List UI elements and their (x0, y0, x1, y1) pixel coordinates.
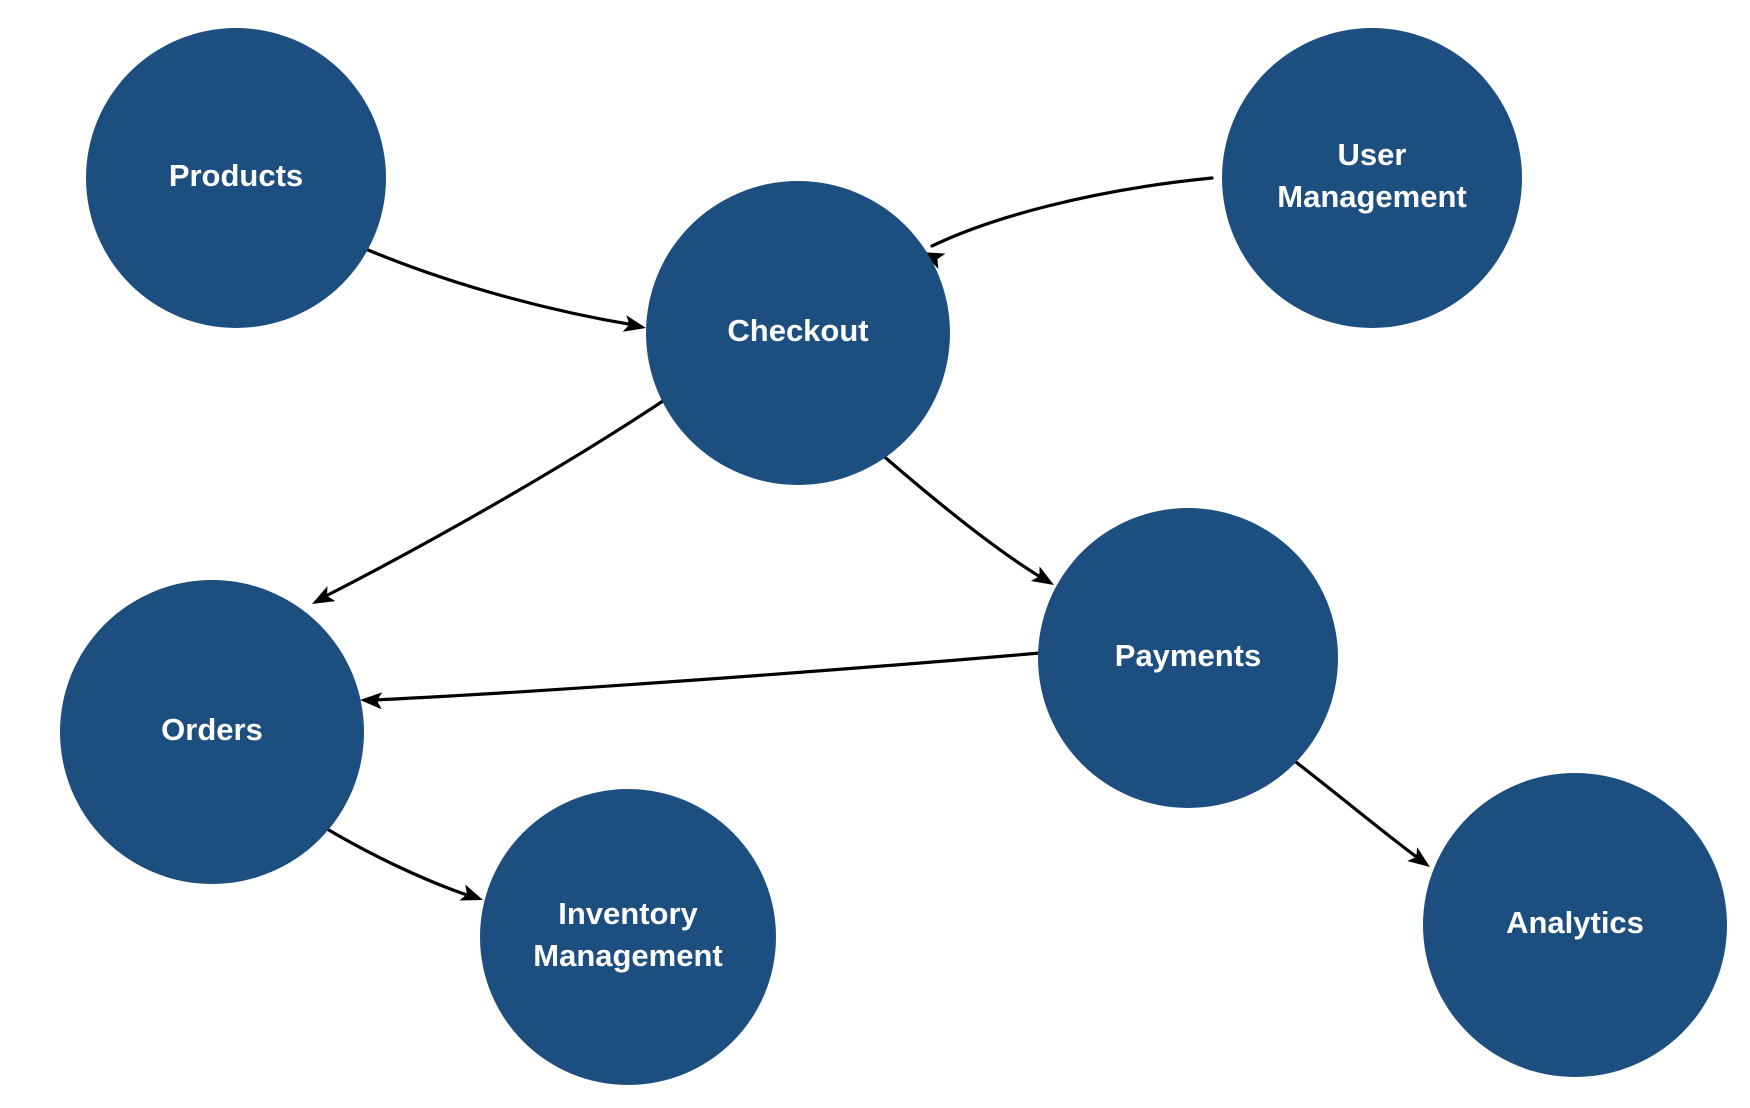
arrow-head-icon (622, 315, 646, 332)
node-circle-payments[interactable] (1038, 508, 1338, 808)
arrow-head-icon (1030, 566, 1054, 585)
edges-layer (308, 176, 1435, 908)
edge-user_mgmt-to-checkout[interactable] (918, 176, 1214, 270)
arrow-head-icon (459, 884, 483, 901)
edge-line (320, 824, 472, 898)
edge-payments-to-orders[interactable] (360, 651, 1042, 710)
edge-checkout-to-orders[interactable] (308, 393, 674, 612)
node-orders[interactable]: Orders (60, 580, 364, 884)
node-circle-products[interactable] (86, 28, 386, 328)
node-circle-inventory[interactable] (480, 789, 776, 1085)
node-payments[interactable]: Payments (1038, 508, 1338, 808)
node-products[interactable]: Products (86, 28, 386, 328)
edge-line (320, 393, 674, 600)
edge-products-to-checkout[interactable] (366, 248, 648, 336)
node-circle-user_mgmt[interactable] (1222, 28, 1522, 328)
edge-line (878, 451, 1044, 580)
edge-line (930, 176, 1214, 248)
node-circle-orders[interactable] (60, 580, 364, 884)
edge-line (372, 651, 1042, 702)
node-analytics[interactable]: Analytics (1423, 773, 1727, 1077)
edge-line (1281, 750, 1420, 860)
arrow-head-icon (312, 586, 336, 604)
node-checkout[interactable]: Checkout (646, 181, 950, 485)
node-circle-checkout[interactable] (646, 181, 950, 485)
node-circle-analytics[interactable] (1423, 773, 1727, 1077)
edge-line (366, 248, 636, 327)
arrow-head-icon (1407, 847, 1430, 867)
edge-orders-to-inventory[interactable] (320, 824, 486, 908)
edge-payments-to-analytics[interactable] (1281, 750, 1435, 874)
arrow-head-icon (360, 692, 383, 710)
edge-checkout-to-payments[interactable] (878, 451, 1058, 592)
